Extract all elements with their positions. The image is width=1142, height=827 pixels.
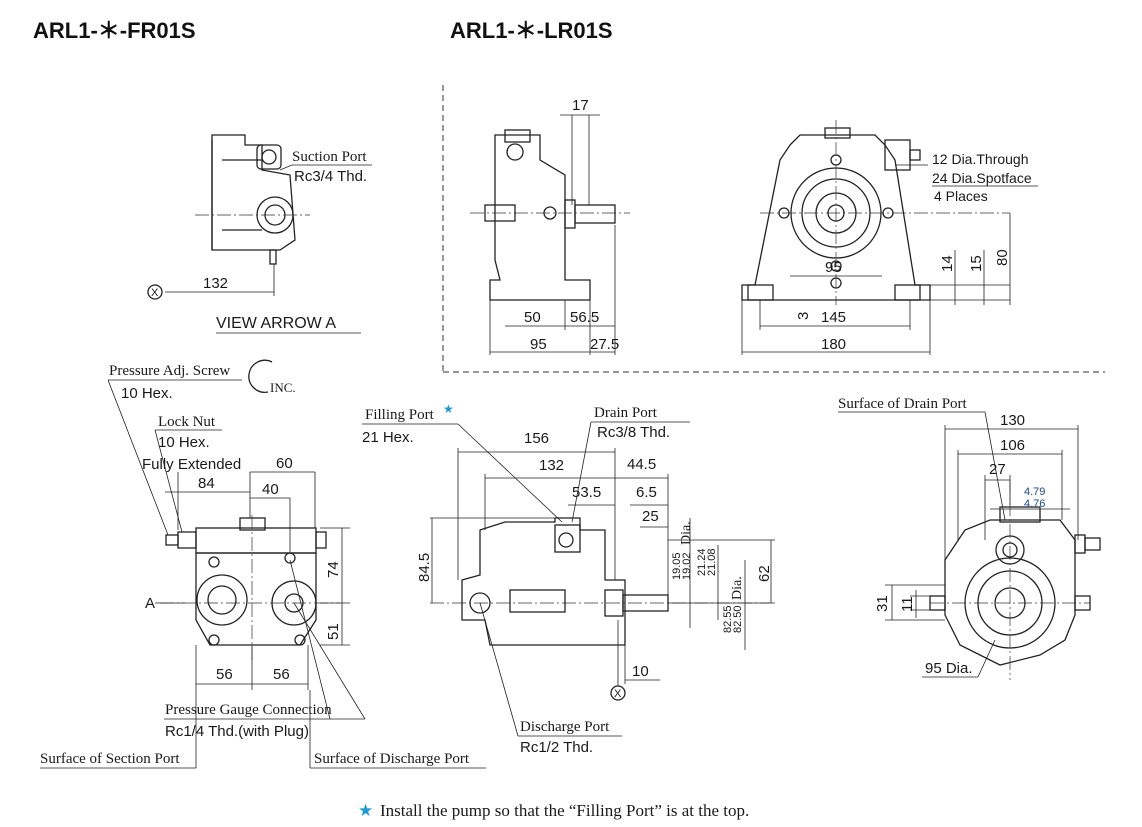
fr01s-side-view: 156 132 44.5 53.5 6.5 25 84.5 19.05 19.0… [362,402,775,756]
discharge-port-spec: Rc1/2 Thd. [520,739,593,756]
dim-27: 27 [989,461,1006,478]
surface-section-port-label: Surface of Section Port [40,751,180,767]
view-arrow-a-drawing: X 132 Suction Port Rc3/4 Thd. VIEW ARROW… [147,134,372,334]
section-separators [442,85,1105,373]
dim-145: 145 [821,309,846,326]
dim-19-02: 19.02 [681,552,693,580]
x-marker-side: X [614,688,622,700]
dim-74: 74 [325,561,342,578]
drain-port-label: Drain Port [594,405,658,421]
surface-drain-port-label: Surface of Drain Port [838,396,968,412]
dim-106: 106 [1000,437,1025,454]
dim-17: 17 [572,97,589,114]
footer-note: Install the pump so that the “Filling Po… [380,801,749,820]
dim-84-5: 84.5 [416,553,433,582]
fr01s-rear-view: Surface of Drain Port 130 106 27 4.79 4.… [838,396,1101,680]
dim-82-55: 82.55 [722,605,734,633]
dim-56-5: 56.5 [570,309,599,326]
arrow-a-label: A [145,595,155,612]
suction-port-label: Suction Port [292,149,367,165]
lr01s-front-view: 12 Dia.Through 24 Dia.Spotface 4 Places … [741,120,1038,355]
title-lr01s: ARL1-＊-LR01S [450,18,613,43]
dim-132: 132 [203,275,228,292]
pressure-adj-screw-label: Pressure Adj. Screw [109,363,230,379]
dim-180: 180 [821,336,846,353]
title-fr01s: ARL1-＊-FR01S [33,18,196,43]
dim-62: 62 [756,565,773,582]
dim-95-holes: 95 [825,259,842,276]
dim-14: 14 [939,255,956,272]
dim-132-side: 132 [539,457,564,474]
star-icon: ★ [443,402,454,416]
dia-label-flange: Dia. [730,576,745,600]
dim-53-5: 53.5 [572,484,601,501]
dim-4-79: 4.79 [1024,486,1045,498]
inc-label: INC. [270,380,296,395]
dim-95-dia: 95 Dia. [925,660,973,677]
suction-port-spec: Rc3/4 Thd. [294,168,367,185]
dim-15: 15 [968,255,985,272]
mount-holes-through: 12 Dia.Through [932,151,1029,167]
dim-156: 156 [524,430,549,447]
dim-10: 10 [632,663,649,680]
dia-label-shaft: Dia. [679,521,694,545]
dim-44-5: 44.5 [627,456,656,473]
dim-4-76: 4.76 [1024,498,1045,510]
dim-56-left: 56 [216,666,233,683]
filling-port-label: Filling Port [365,407,435,423]
dim-25: 25 [642,508,659,525]
dim-130: 130 [1000,412,1025,429]
gauge-connection-spec: Rc1/4 Thd.(with Plug) [165,723,309,740]
mount-holes-spotface: 24 Dia.Spotface [932,170,1032,186]
view-arrow-label: VIEW ARROW A [216,315,336,332]
lr01s-side-view: 17 50 56.5 95 27.5 [470,97,630,355]
filling-port-spec: 21 Hex. [362,429,414,446]
dim-51: 51 [325,623,342,640]
dim-6-5: 6.5 [636,484,657,501]
dim-19-05: 19.05 [671,552,683,580]
surface-discharge-port-label: Surface of Discharge Port [314,751,470,767]
dim-31: 31 [874,595,891,612]
drain-port-spec: Rc3/8 Thd. [597,424,670,441]
discharge-port-label: Discharge Port [520,719,610,735]
dim-21-08: 21.08 [706,548,718,576]
x-marker: X [151,287,159,299]
lock-nut-label: Lock Nut [158,414,216,430]
dim-11: 11 [899,596,916,612]
dim-60: 60 [276,455,293,472]
dim-84: 84 [198,475,215,492]
dim-82-50: 82.50 [732,605,744,633]
dim-3: 3 [795,312,812,320]
lock-nut-spec: 10 Hex. [158,434,210,451]
dim-21-24: 21.24 [696,548,708,576]
mount-holes-count: 4 Places [934,188,988,204]
footer-star-icon: ★ [358,801,373,820]
dim-80: 80 [994,249,1011,266]
dim-56-right: 56 [273,666,290,683]
dim-27-5: 27.5 [590,336,619,353]
dim-50: 50 [524,309,541,326]
dim-95: 95 [530,336,547,353]
pressure-adj-screw-spec: 10 Hex. [121,385,173,402]
fully-extended-label: Fully Extended [142,456,241,473]
dim-40: 40 [262,481,279,498]
fr01s-front-view: A 60 84 40 74 51 56 56 Pressure Adj. Scr… [40,359,486,769]
gauge-connection-label: Pressure Gauge Connection [165,702,332,718]
